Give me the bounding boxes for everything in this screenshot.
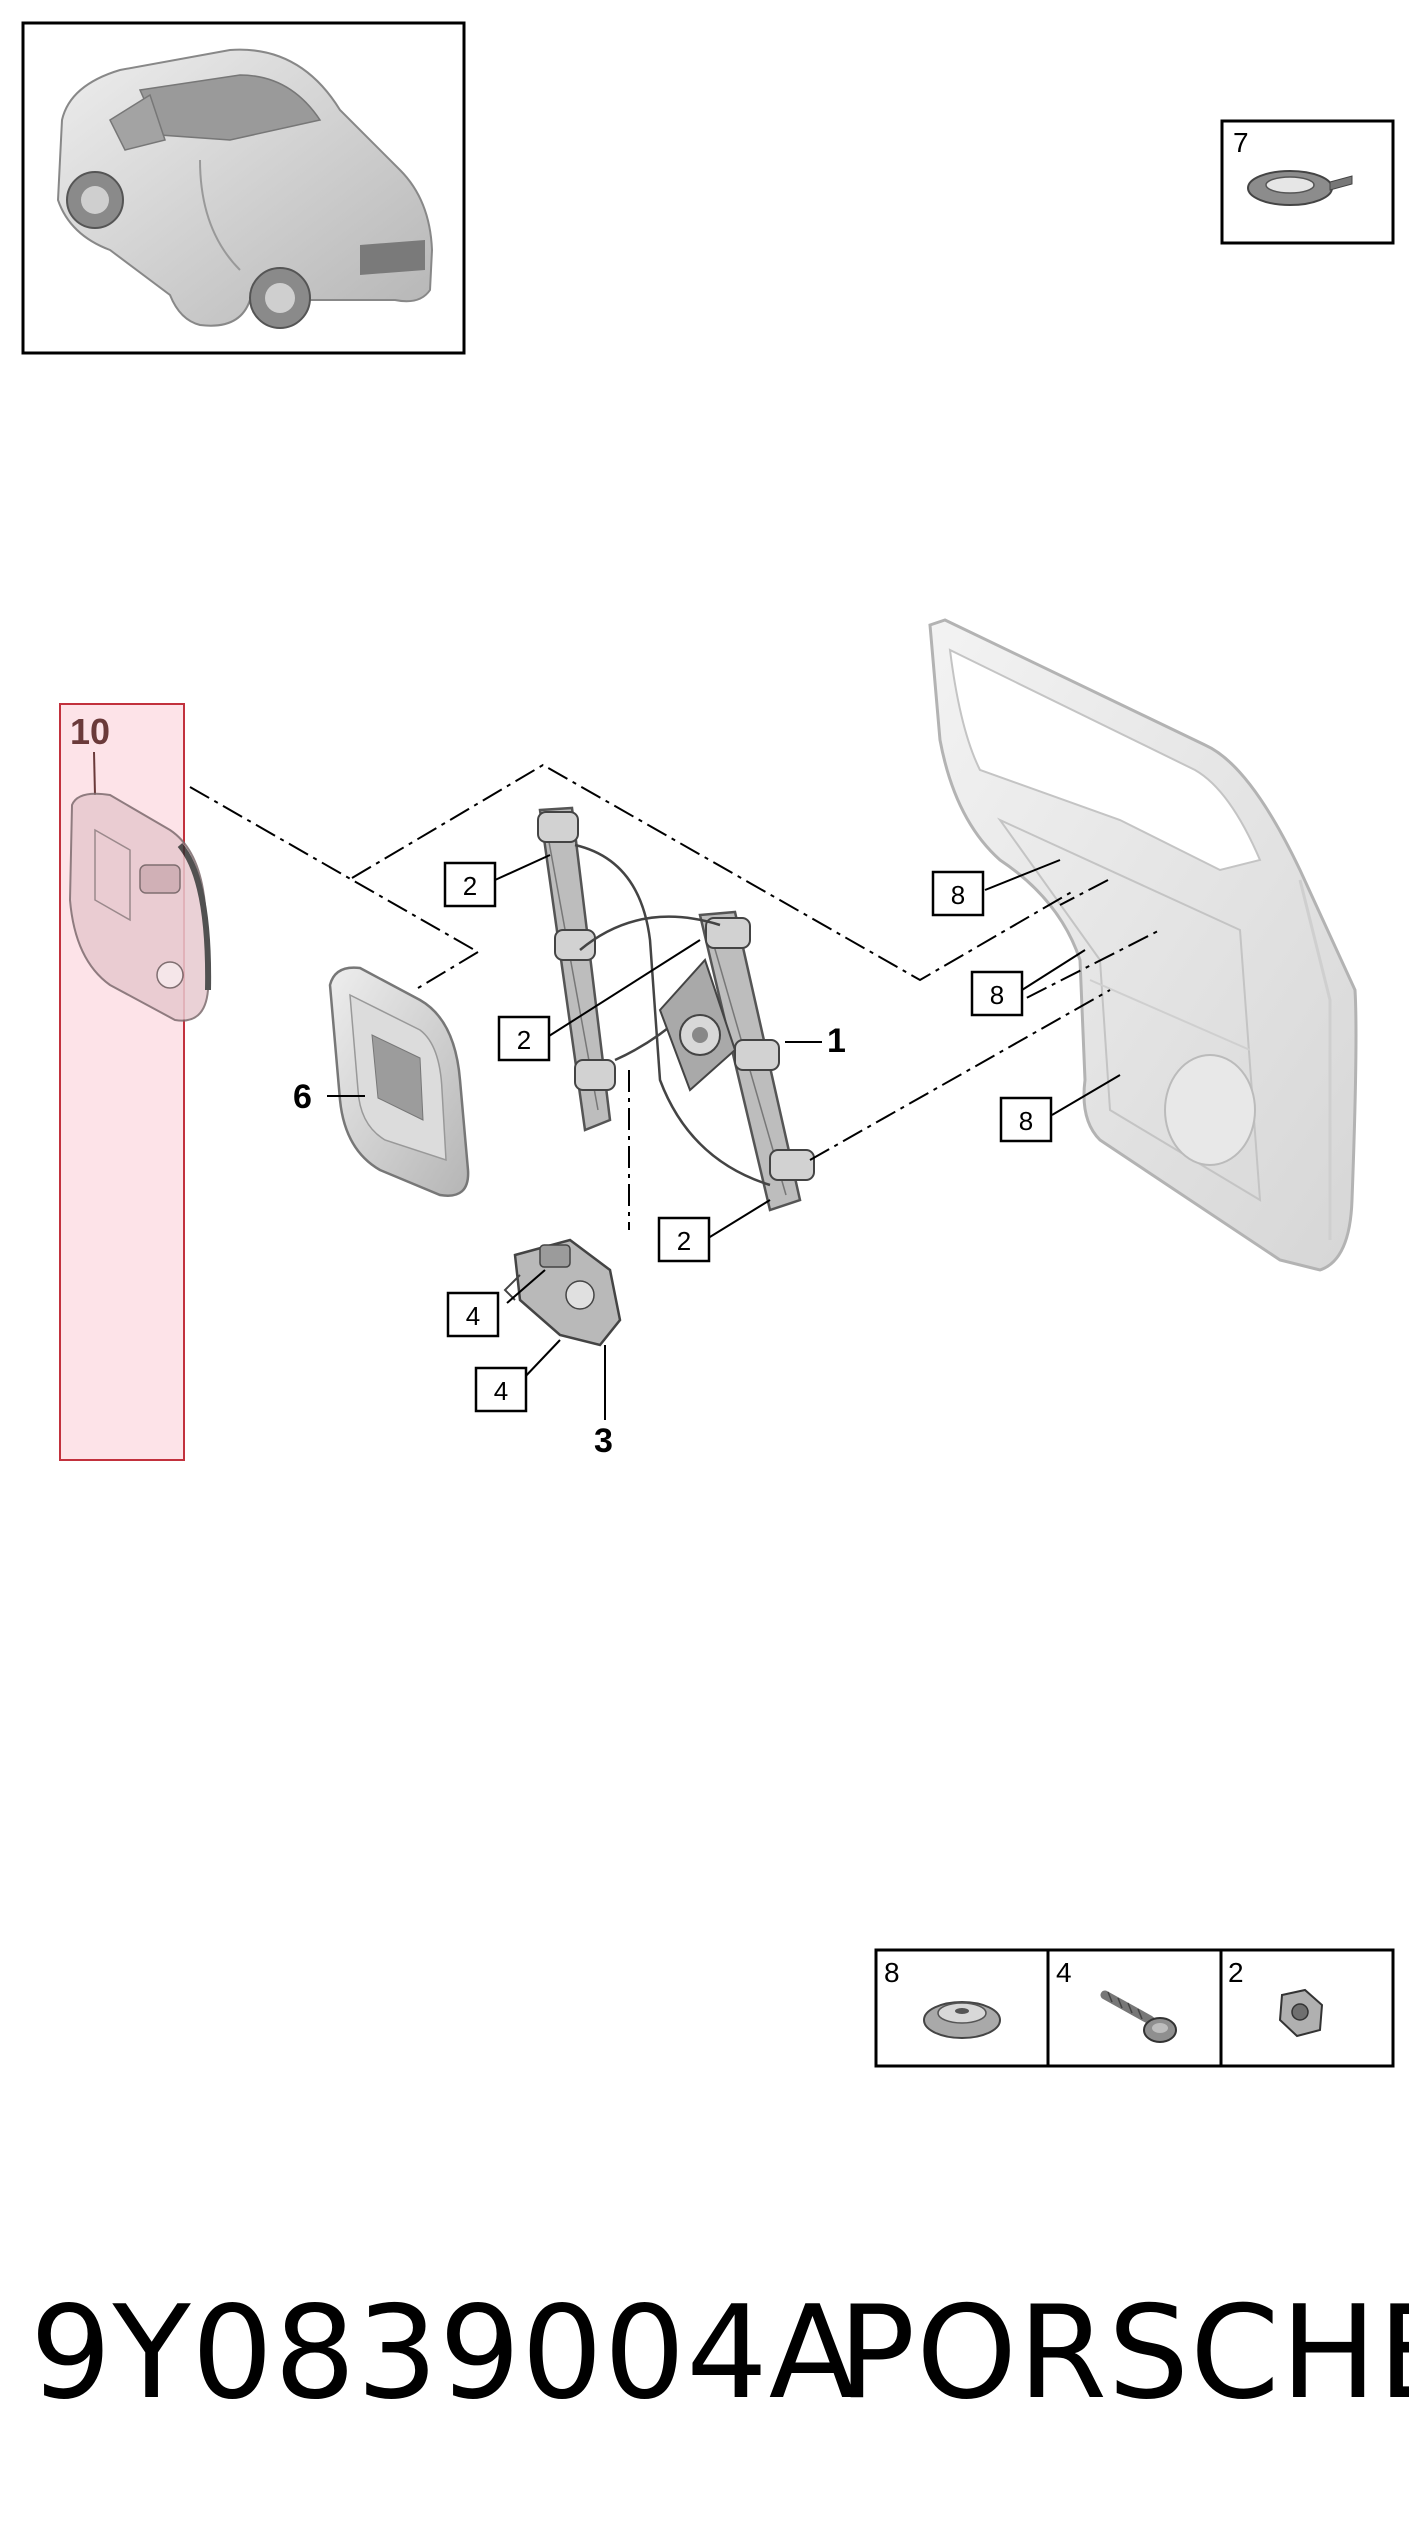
window-regulator-icon (537, 806, 815, 1212)
legend-cell-screw: 4 (1056, 1957, 1177, 2043)
trim-panel-icon (328, 966, 470, 1197)
hex-nut-icon (1278, 1988, 1324, 2038)
callout-box-2c: 2 (657, 1216, 711, 1263)
svg-text:8: 8 (990, 980, 1004, 1010)
callout-box-8b: 8 (970, 970, 1024, 1017)
vehicle-thumbnail (21, 21, 466, 355)
svg-text:4: 4 (1056, 1957, 1072, 1988)
ref-7-label: 7 (1233, 127, 1249, 158)
ref-1-label: 1 (827, 1022, 846, 1060)
callout-box-4b: 4 (474, 1366, 528, 1413)
svg-text:4: 4 (466, 1301, 480, 1331)
ref-3-label: 3 (594, 1422, 613, 1460)
car-icon (56, 48, 434, 329)
part-10-highlight: 10 (59, 703, 212, 1461)
door-module-icon (68, 792, 212, 1022)
svg-text:8: 8 (884, 1957, 900, 1988)
plastic-clip-icon (923, 2001, 1001, 2039)
seal-ring-icon (1247, 170, 1353, 206)
callout-box-8c: 8 (999, 1096, 1053, 1143)
part-7-box: 7 (1220, 119, 1395, 245)
ref-6-label: 6 (293, 1078, 312, 1116)
door-shell-icon (928, 618, 1358, 1272)
screw-icon (1100, 1990, 1177, 2043)
part-number: 9Y0839004A (30, 2279, 858, 2428)
legend-cell-nut: 2 (1228, 1957, 1324, 2038)
window-motor-icon (503, 1238, 622, 1347)
callout-box-4a: 4 (446, 1291, 500, 1338)
svg-text:2: 2 (677, 1226, 691, 1256)
svg-text:4: 4 (494, 1376, 508, 1406)
callout-leaders (494, 854, 1121, 1381)
hardware-legend: 8 4 2 (874, 1948, 1395, 2068)
svg-text:2: 2 (517, 1025, 531, 1055)
callout-box-8a: 8 (931, 870, 985, 917)
callout-box-2a: 2 (443, 861, 497, 908)
svg-text:2: 2 (1228, 1957, 1244, 1988)
callout-box-2b: 2 (497, 1015, 551, 1062)
ref-10-label: 10 (70, 711, 110, 752)
svg-text:8: 8 (951, 880, 965, 910)
svg-text:8: 8 (1019, 1106, 1033, 1136)
brand-name: PORSCHE (838, 2279, 1409, 2428)
legend-cell-clip: 8 (884, 1957, 1001, 2039)
svg-text:2: 2 (463, 871, 477, 901)
